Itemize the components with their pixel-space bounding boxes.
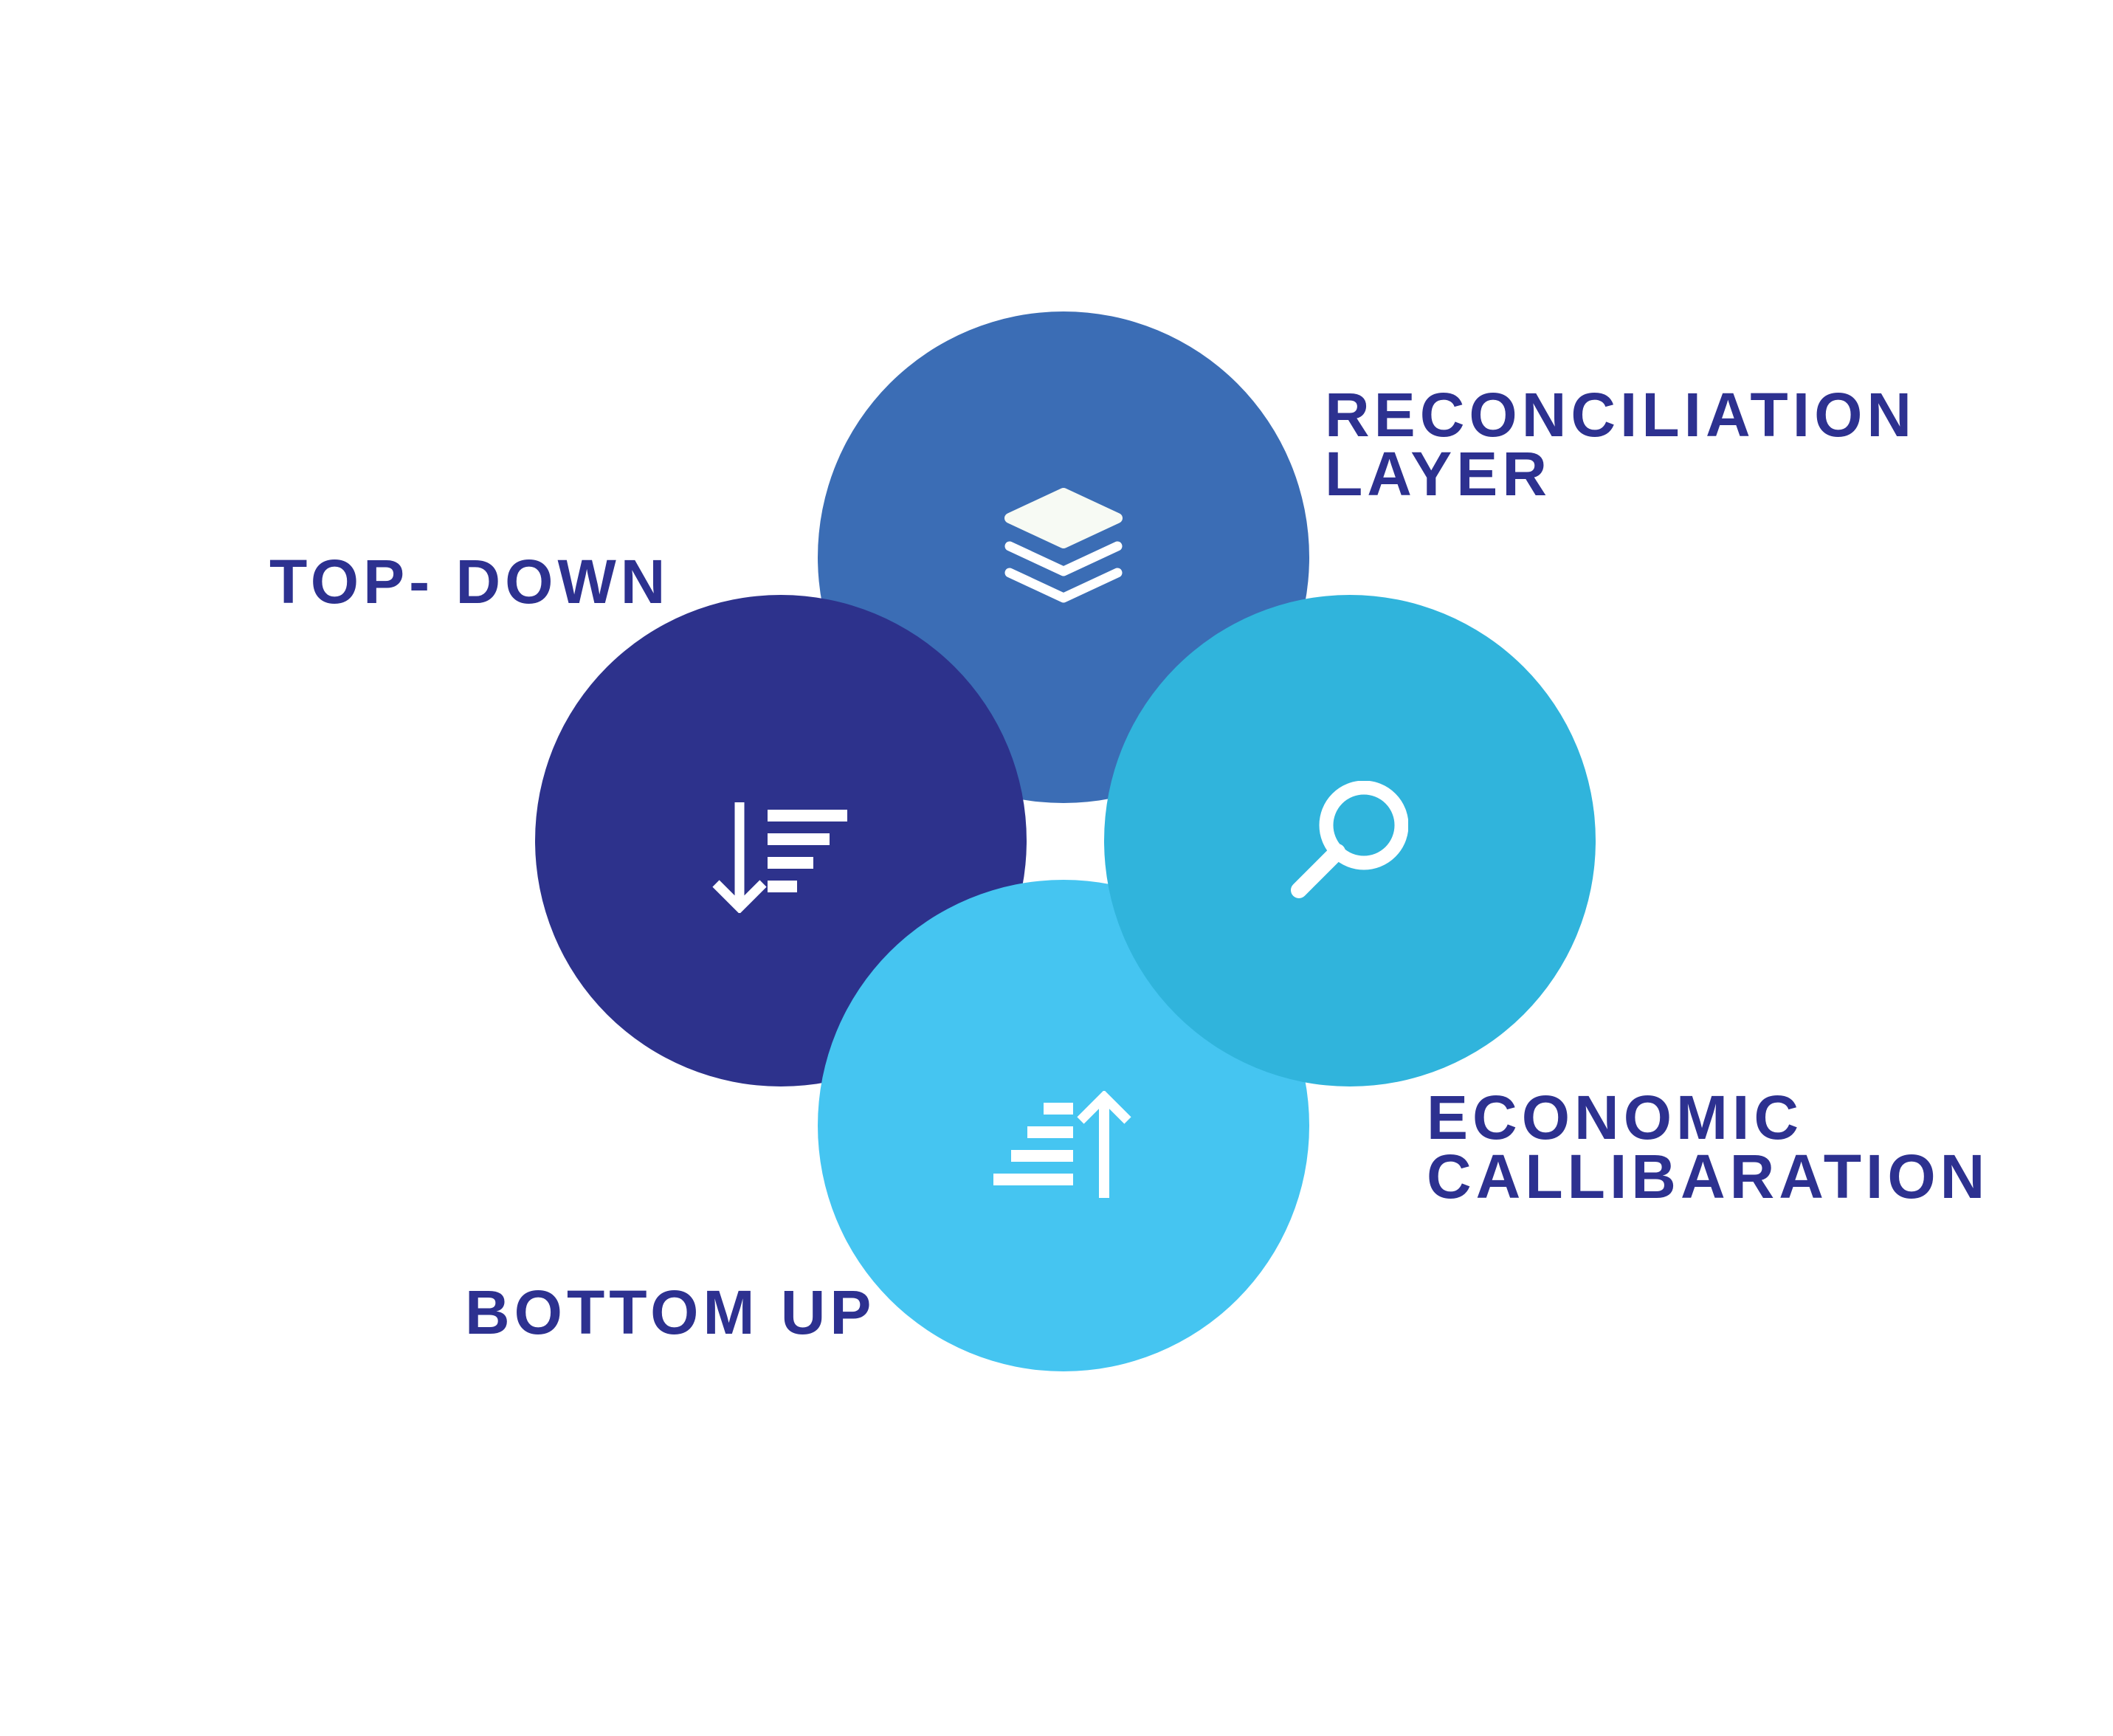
reconciliation-label-line1: RECONCILIATION [1325,380,1917,450]
sort-ascending-icon [993,1091,1141,1202]
economic-circle [1104,595,1596,1086]
economic-label-line2: CALLIBARATION [1427,1142,1990,1211]
reconciliation-label-line2: LAYER [1325,439,1551,509]
layers-icon [1001,487,1126,605]
bottom-up-label: BOTTOM UP [465,1278,876,1347]
top-down-label: TOP- DOWN [269,547,670,616]
economic-label: ECONOMIC CALLIBARATION [1427,1083,1990,1211]
search-icon [1283,781,1408,906]
reconciliation-label: RECONCILIATION LAYER [1325,380,1917,509]
economic-label-line1: ECONOMIC [1427,1083,1803,1152]
sort-descending-icon [709,802,856,913]
